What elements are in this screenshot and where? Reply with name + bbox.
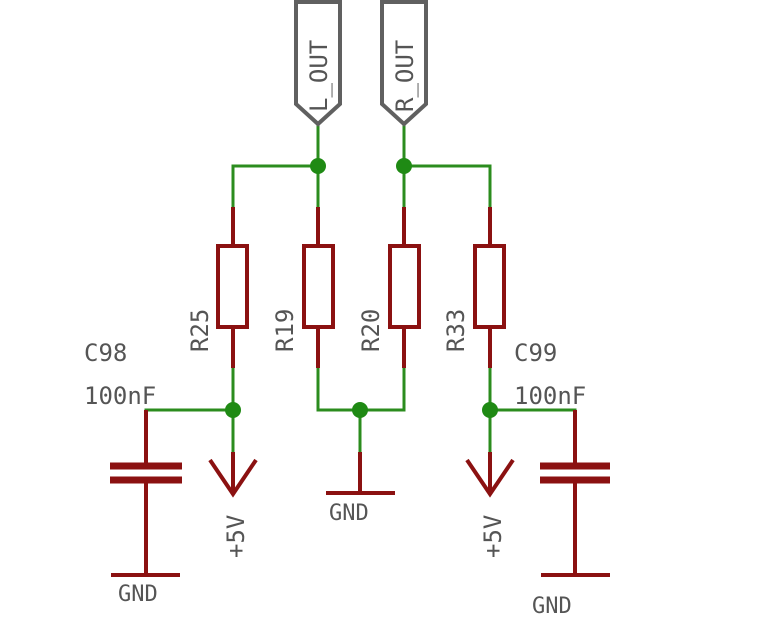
resistor-r20-label: R20 xyxy=(357,309,385,352)
ground-left: GND xyxy=(111,573,180,607)
arrow-down-icon xyxy=(465,458,515,498)
supply-5v-right-label: +5V xyxy=(479,515,507,558)
port-l-out-shape xyxy=(294,0,342,127)
resistor-r19-label: R19 xyxy=(271,309,299,352)
supply-5v-left: +5V xyxy=(208,452,258,558)
ground-center: GND xyxy=(326,452,395,526)
resistor-r33: R33 xyxy=(442,207,506,368)
resistor-r19: R19 xyxy=(271,207,335,368)
ground-right: GND xyxy=(532,573,610,619)
junction-dot xyxy=(352,402,368,418)
capacitor-c99: C99 100nF xyxy=(514,339,610,575)
arrow-down-icon xyxy=(208,458,258,498)
capacitor-c99-value: 100nF xyxy=(514,382,586,410)
resistor-r25: R25 xyxy=(186,207,249,368)
capacitor-c99-ref: C99 xyxy=(514,339,557,367)
junctions xyxy=(225,158,498,418)
resistor-r33-label: R33 xyxy=(442,309,470,352)
port-r-out-label: R_OUT xyxy=(391,40,419,112)
port-r-out-shape xyxy=(380,0,428,127)
junction-dot xyxy=(310,158,326,174)
capacitor-c98-ref: C98 xyxy=(84,339,127,367)
ground-left-label: GND xyxy=(118,582,158,607)
resistor-r25-label: R25 xyxy=(186,309,214,352)
wire-rout-branch xyxy=(402,164,492,209)
resistor-r20: R20 xyxy=(357,207,421,368)
capacitor-c98: C98 100nF xyxy=(84,339,182,575)
port-l-out: L_OUT xyxy=(294,0,342,127)
junction-dot xyxy=(396,158,412,174)
port-l-out-label: L_OUT xyxy=(305,40,333,112)
wire-lout-branch xyxy=(231,164,320,209)
port-r-out: R_OUT xyxy=(380,0,428,127)
wire-r25-c98 xyxy=(144,366,235,412)
junction-dot xyxy=(482,402,498,418)
capacitor-c98-value: 100nF xyxy=(84,382,156,410)
junction-dot xyxy=(225,402,241,418)
supply-5v-left-label: +5V xyxy=(222,515,250,558)
supply-5v-right: +5V xyxy=(465,452,515,558)
ground-right-label: GND xyxy=(532,594,572,619)
ground-center-label: GND xyxy=(329,501,369,526)
